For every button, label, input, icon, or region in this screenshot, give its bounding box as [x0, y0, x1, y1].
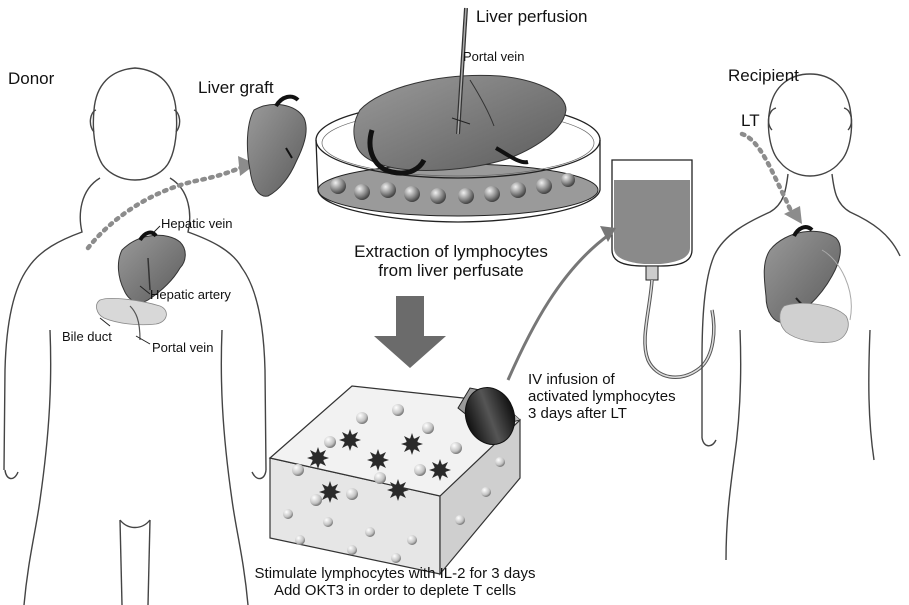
- iv-infusion-text: IV infusion of activated lymphocytes 3 d…: [528, 372, 676, 422]
- lt-label: LT: [741, 111, 760, 130]
- stimulate-text: Stimulate lymphocytes with IL-2 for 3 da…: [220, 566, 570, 600]
- iv-line-2: activated lymphocytes: [528, 389, 676, 406]
- stimulate-line-2: Add OKT3 in order to deplete T cells: [220, 583, 570, 600]
- iv-line-1: IV infusion of: [528, 372, 676, 389]
- extraction-line-1: Extraction of lymphocytes: [306, 242, 596, 261]
- liver-graft-label: Liver graft: [198, 78, 274, 97]
- hepatic-artery-label: Hepatic artery: [150, 288, 231, 303]
- portal-vein-donor-label: Portal vein: [152, 341, 213, 356]
- liver-graft: [247, 97, 306, 197]
- donor-to-graft-arrow: [88, 156, 256, 248]
- recipient-label: Recipient: [728, 66, 799, 85]
- extraction-line-2: from liver perfusate: [306, 261, 596, 280]
- liver-perfusion-label: Liver perfusion: [476, 7, 588, 26]
- extraction-text: Extraction of lymphocytes from liver per…: [306, 242, 596, 280]
- stimulate-line-1: Stimulate lymphocytes with IL-2 for 3 da…: [220, 566, 570, 583]
- hepatic-vein-label: Hepatic vein: [161, 217, 233, 232]
- down-arrow: [374, 296, 446, 368]
- iv-tubing: [645, 280, 714, 377]
- donor-body-outline: [4, 68, 266, 605]
- donor-label: Donor: [8, 69, 54, 88]
- portal-vein-top-label: Portal vein: [463, 50, 524, 65]
- iv-bag: [612, 160, 692, 280]
- iv-line-3: 3 days after LT: [528, 406, 676, 423]
- bile-duct-label: Bile duct: [62, 330, 112, 345]
